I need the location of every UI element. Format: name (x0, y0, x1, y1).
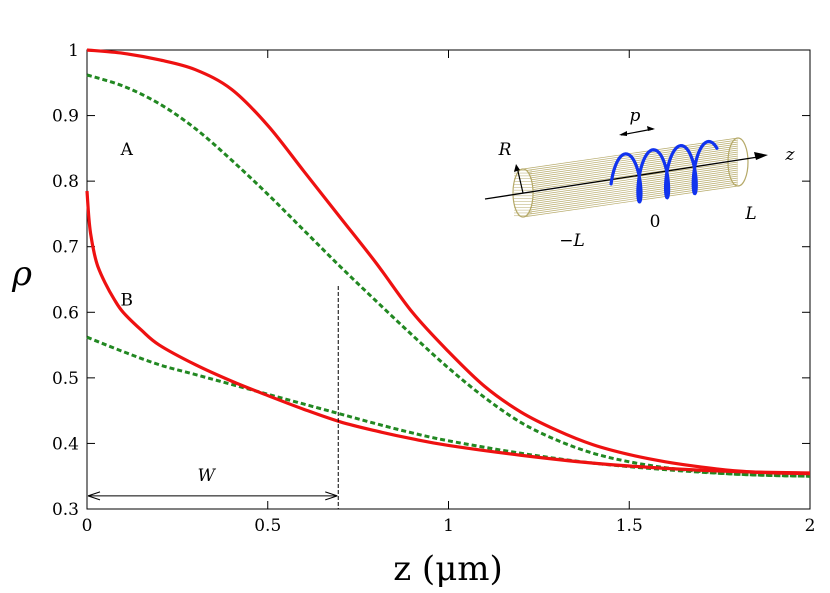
x-axis-label: z (μm) (393, 549, 503, 589)
cylinder-hatch (522, 163, 739, 196)
series-line-b-solid (85, 190, 811, 475)
cylinder-hatch (522, 175, 739, 208)
series-line-a-solid (86, 48, 811, 476)
x-tick-label: 2 (805, 516, 816, 536)
cylinder-hatch (522, 177, 739, 210)
series-line-a-dashed (86, 73, 811, 478)
cylinder-hatch (522, 169, 739, 202)
cylinder-hatch (522, 149, 739, 182)
inset-label: z (785, 145, 796, 165)
y-tick-label: 0.9 (52, 107, 79, 127)
helix-coil (609, 139, 719, 204)
inset-z-axis (484, 156, 759, 200)
cylinder-hatch (522, 181, 739, 214)
x-tick-label: 0.5 (254, 516, 281, 536)
radius-arrowhead (514, 164, 520, 172)
annotation-layer: A B W (120, 140, 217, 486)
series-line-b-dashed (86, 335, 811, 478)
pitch-arrowheads (619, 126, 655, 136)
x-tick-label: 0 (82, 516, 93, 536)
axis-ticks: 0 0.5 1 1.5 2 0.3 0.4 0.5 0.6 0.7 0.8 0.9 1 (52, 41, 815, 536)
cylinder-hatch (522, 151, 739, 184)
cylinder-hatch (522, 183, 739, 216)
annotation-a: A (120, 140, 134, 160)
series-layer (85, 48, 811, 478)
inset-z-arrowhead (754, 152, 768, 160)
cylinder-hatch (522, 173, 739, 206)
y-tick-label: 0.3 (52, 500, 79, 520)
inset-label: p (630, 106, 641, 126)
radius-arrow (516, 166, 524, 194)
cylinder (512, 137, 749, 218)
cylinder-hatch (522, 157, 739, 190)
cylinder-hatch (522, 145, 739, 178)
width-arrow-right-head (325, 491, 338, 501)
inset-label: −L (559, 231, 585, 251)
helix (609, 139, 719, 204)
marker-layer (87, 286, 339, 509)
inset-label: R (498, 140, 512, 160)
x-tick-label: 1 (443, 516, 454, 536)
y-tick-label: 0.8 (52, 172, 79, 192)
cylinder-hatch (522, 147, 739, 180)
inset-label: L (744, 204, 756, 224)
cylinder-hatch (522, 153, 739, 186)
cylinder-hatch (522, 143, 739, 176)
cylinder-hatch (522, 165, 739, 198)
cylinder-hatch (522, 137, 739, 170)
annotation-b: B (121, 291, 134, 311)
inset-label: 0 (650, 212, 661, 232)
cylinder-hatch (522, 155, 739, 188)
inset-schematic: Rp z 0 L −L (484, 106, 796, 251)
width-arrow-left-head (87, 491, 101, 501)
y-tick-label: 0.4 (52, 434, 79, 454)
cylinder-hatch (522, 185, 739, 218)
annotation-w: W (198, 466, 217, 486)
x-tick-label: 1.5 (616, 516, 643, 536)
y-tick-label: 0.7 (52, 238, 79, 258)
cylinder-hatch (522, 171, 739, 204)
y-tick-label: 1 (68, 41, 79, 61)
y-tick-label: 0.6 (52, 303, 79, 323)
y-tick-label: 0.5 (52, 369, 79, 389)
cylinder-hatch (522, 179, 739, 212)
y-axis-label: ρ (11, 254, 32, 294)
cylinder-hatch (522, 167, 739, 200)
